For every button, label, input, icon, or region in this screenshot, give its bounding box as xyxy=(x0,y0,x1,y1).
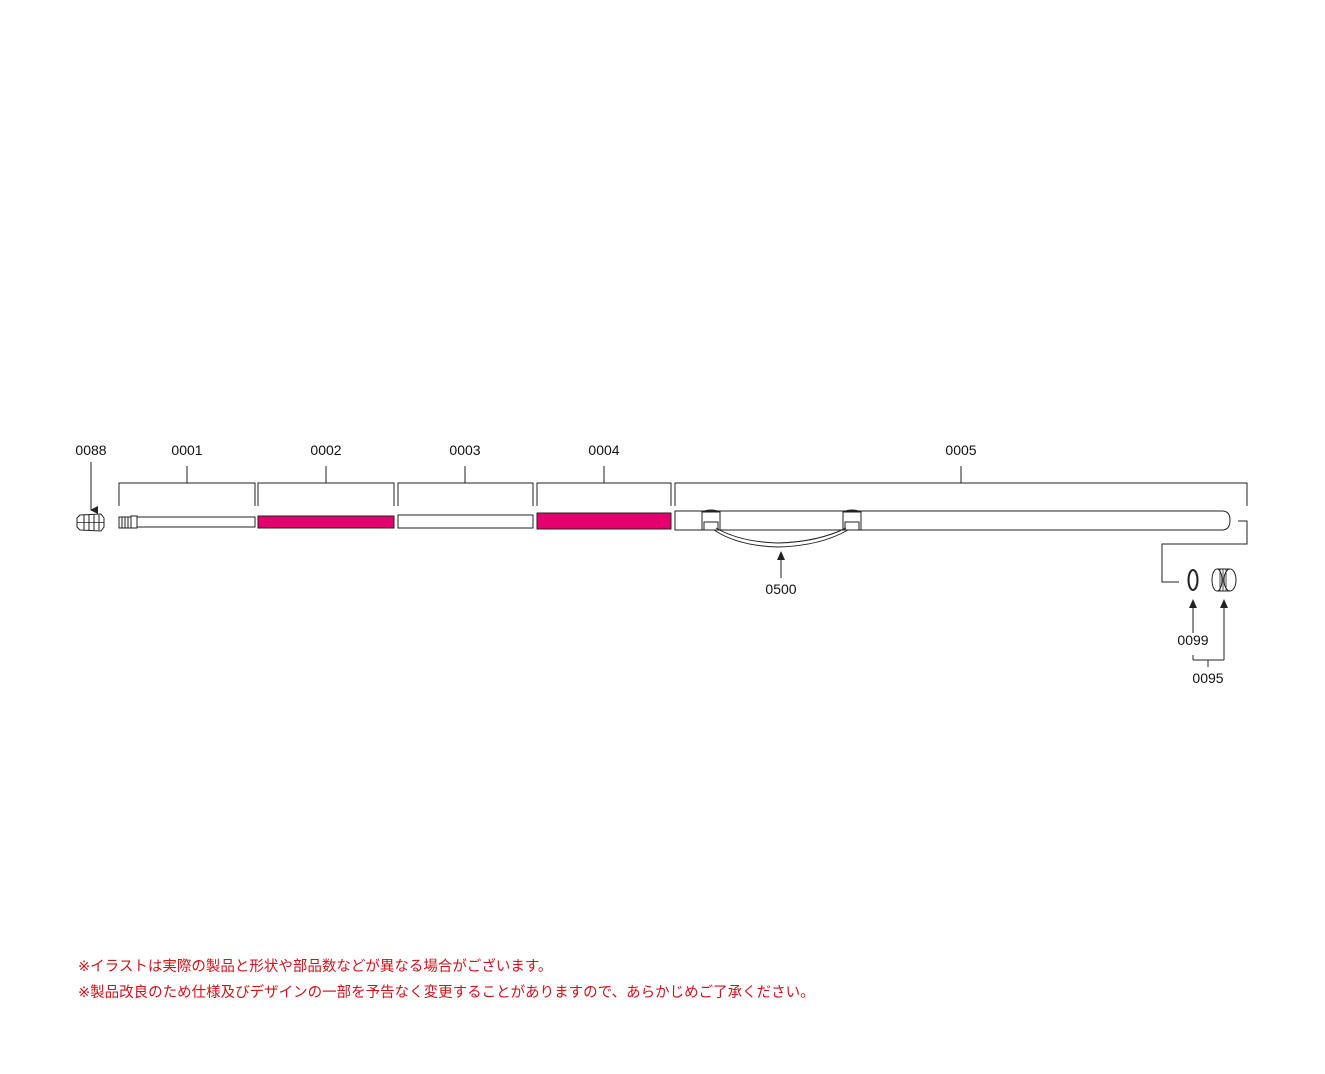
leader-butt xyxy=(1161,520,1248,583)
label-0095: 0095 xyxy=(1192,670,1223,686)
label-0005: 0005 xyxy=(945,442,976,458)
section-0002 xyxy=(257,515,395,529)
label-0004: 0004 xyxy=(588,442,619,458)
bracket-0002 xyxy=(257,466,395,506)
section-0001 xyxy=(118,515,256,529)
label-0003: 0003 xyxy=(449,442,480,458)
butt-cap-0095 xyxy=(1211,568,1237,592)
section-0005 xyxy=(674,509,1231,531)
label-0099: 0099 xyxy=(1177,632,1208,648)
section-brackets xyxy=(118,466,1248,506)
disclaimer-note-2: ※製品改良のため仕様及びデザインの一部を予告なく変更することがありますので、あら… xyxy=(78,985,815,1001)
tip-cap-0088 xyxy=(76,513,105,532)
section-0003 xyxy=(397,514,534,529)
arrowhead-0099 xyxy=(1189,599,1197,608)
disclaimer-note-1: ※イラストは実際の製品と形状や部品数などが異なる場合がございます。 xyxy=(78,959,553,975)
o-ring-0099 xyxy=(1187,569,1199,591)
arrowhead-0500 xyxy=(777,551,785,560)
handle-strap-0500 xyxy=(713,527,849,548)
label-0002: 0002 xyxy=(310,442,341,458)
label-0088: 0088 xyxy=(75,442,106,458)
arrows-0099-0095 xyxy=(1192,606,1225,667)
bracket-0005 xyxy=(674,466,1248,506)
bracket-0004 xyxy=(536,466,672,506)
bracket-0001 xyxy=(118,466,256,506)
section-0004 xyxy=(536,512,672,530)
strap-clip-left xyxy=(701,509,721,531)
label-0500: 0500 xyxy=(765,581,796,597)
bracket-0003 xyxy=(397,466,534,506)
strap-clip-right xyxy=(842,509,862,531)
arrowhead-0095 xyxy=(1220,599,1228,608)
label-0001: 0001 xyxy=(171,442,202,458)
